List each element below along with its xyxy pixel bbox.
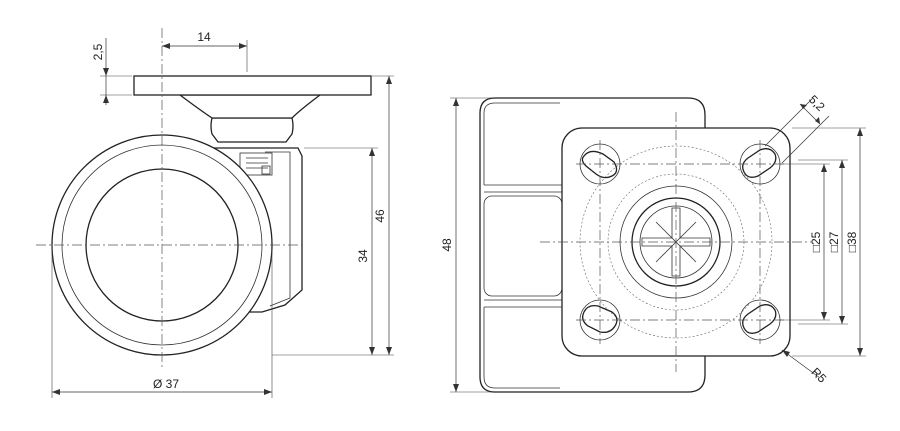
dim-square-27: □27	[798, 159, 848, 325]
swivel-stem	[210, 117, 294, 143]
dim-corner-radius-label: R5	[808, 365, 829, 386]
brake-clip	[239, 152, 273, 176]
dim-corner-radius: R5	[781, 349, 829, 386]
dim-plate-thickness-label: 2,5	[91, 43, 105, 60]
top-view: 48 □25 □27 □38	[440, 92, 866, 393]
dim-plate-thickness: 2,5	[91, 38, 132, 105]
dim-body-height-label: 48	[440, 238, 454, 252]
dim-plate-width-label: 14	[197, 30, 211, 44]
side-view: 14 2,5 46 34	[36, 28, 394, 398]
dim-wheel-height-label: 34	[356, 249, 370, 263]
dim-wheel-diameter-label: Ø 37	[153, 377, 179, 391]
caster-body-outline	[479, 97, 706, 393]
dim-total-height-label: 46	[373, 209, 387, 223]
dim-wheel-diameter: Ø 37	[51, 245, 273, 398]
dim-hole-diameter: 5,2	[764, 92, 830, 164]
dim-wheel-height: 34	[304, 147, 378, 355]
dim-plate-width: 14	[162, 30, 248, 72]
dim-hole-diameter-label: 5,2	[806, 92, 828, 114]
dim-square-38: □38	[792, 127, 866, 357]
top-plate	[133, 75, 372, 96]
dim-body-height: 48	[440, 97, 492, 393]
dim-total-height: 46	[272, 75, 394, 356]
swivel-neck	[178, 94, 322, 119]
dim-square-27-label: □27	[827, 231, 841, 252]
dim-square-25-label: □25	[809, 231, 823, 252]
dim-square-25: □25	[780, 163, 830, 321]
dim-square-38-label: □38	[845, 231, 859, 252]
